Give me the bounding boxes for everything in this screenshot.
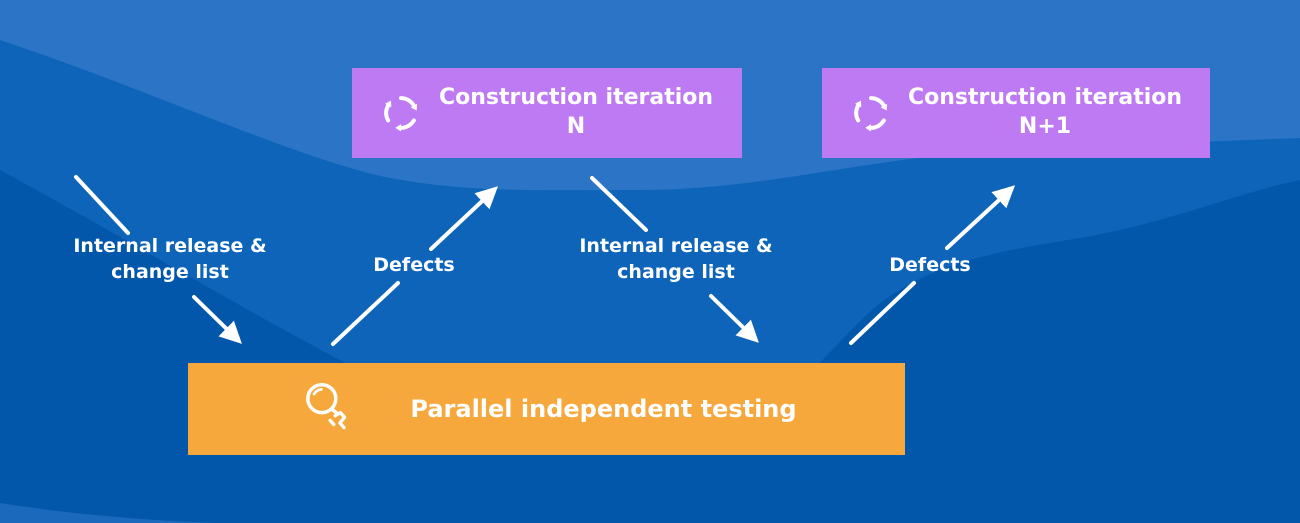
- parallel-testing-label: Parallel independent testing: [410, 395, 797, 423]
- arrow-release-1-lower: [192, 295, 242, 344]
- flow-label-internal-release-2: Internal release & change list: [579, 235, 773, 283]
- arrow-release-1-upper: [74, 175, 130, 235]
- arrow-defects-1-lower: [331, 281, 400, 346]
- flow-label-defects-2: Defects: [889, 254, 971, 276]
- arrow-defects-2-upper: [945, 185, 1016, 250]
- parallel-testing-box: Parallel independent testing: [188, 363, 905, 455]
- construction-iteration-n-box: Construction iteration N: [352, 68, 742, 158]
- iteration-cycle-icon: [854, 96, 888, 132]
- construction-iteration-n1-label: Construction iteration N+1: [907, 85, 1183, 139]
- arrow-release-2-lower: [709, 294, 759, 343]
- flow-label-defects-1: Defects: [373, 254, 455, 276]
- iteration-cycle-icon: [384, 96, 418, 132]
- magnifier-inspection-icon: [306, 382, 347, 430]
- wave-corner-light: [0, 503, 215, 523]
- arrow-defects-1-upper: [429, 186, 499, 251]
- flow-label-internal-release-1: Internal release & change list: [73, 235, 267, 283]
- construction-iteration-n-label: Construction iteration N: [438, 85, 714, 139]
- arrow-release-2-upper: [590, 176, 648, 232]
- construction-iteration-n1-box: Construction iteration N+1: [822, 68, 1210, 158]
- arrow-defects-2-lower: [849, 281, 916, 345]
